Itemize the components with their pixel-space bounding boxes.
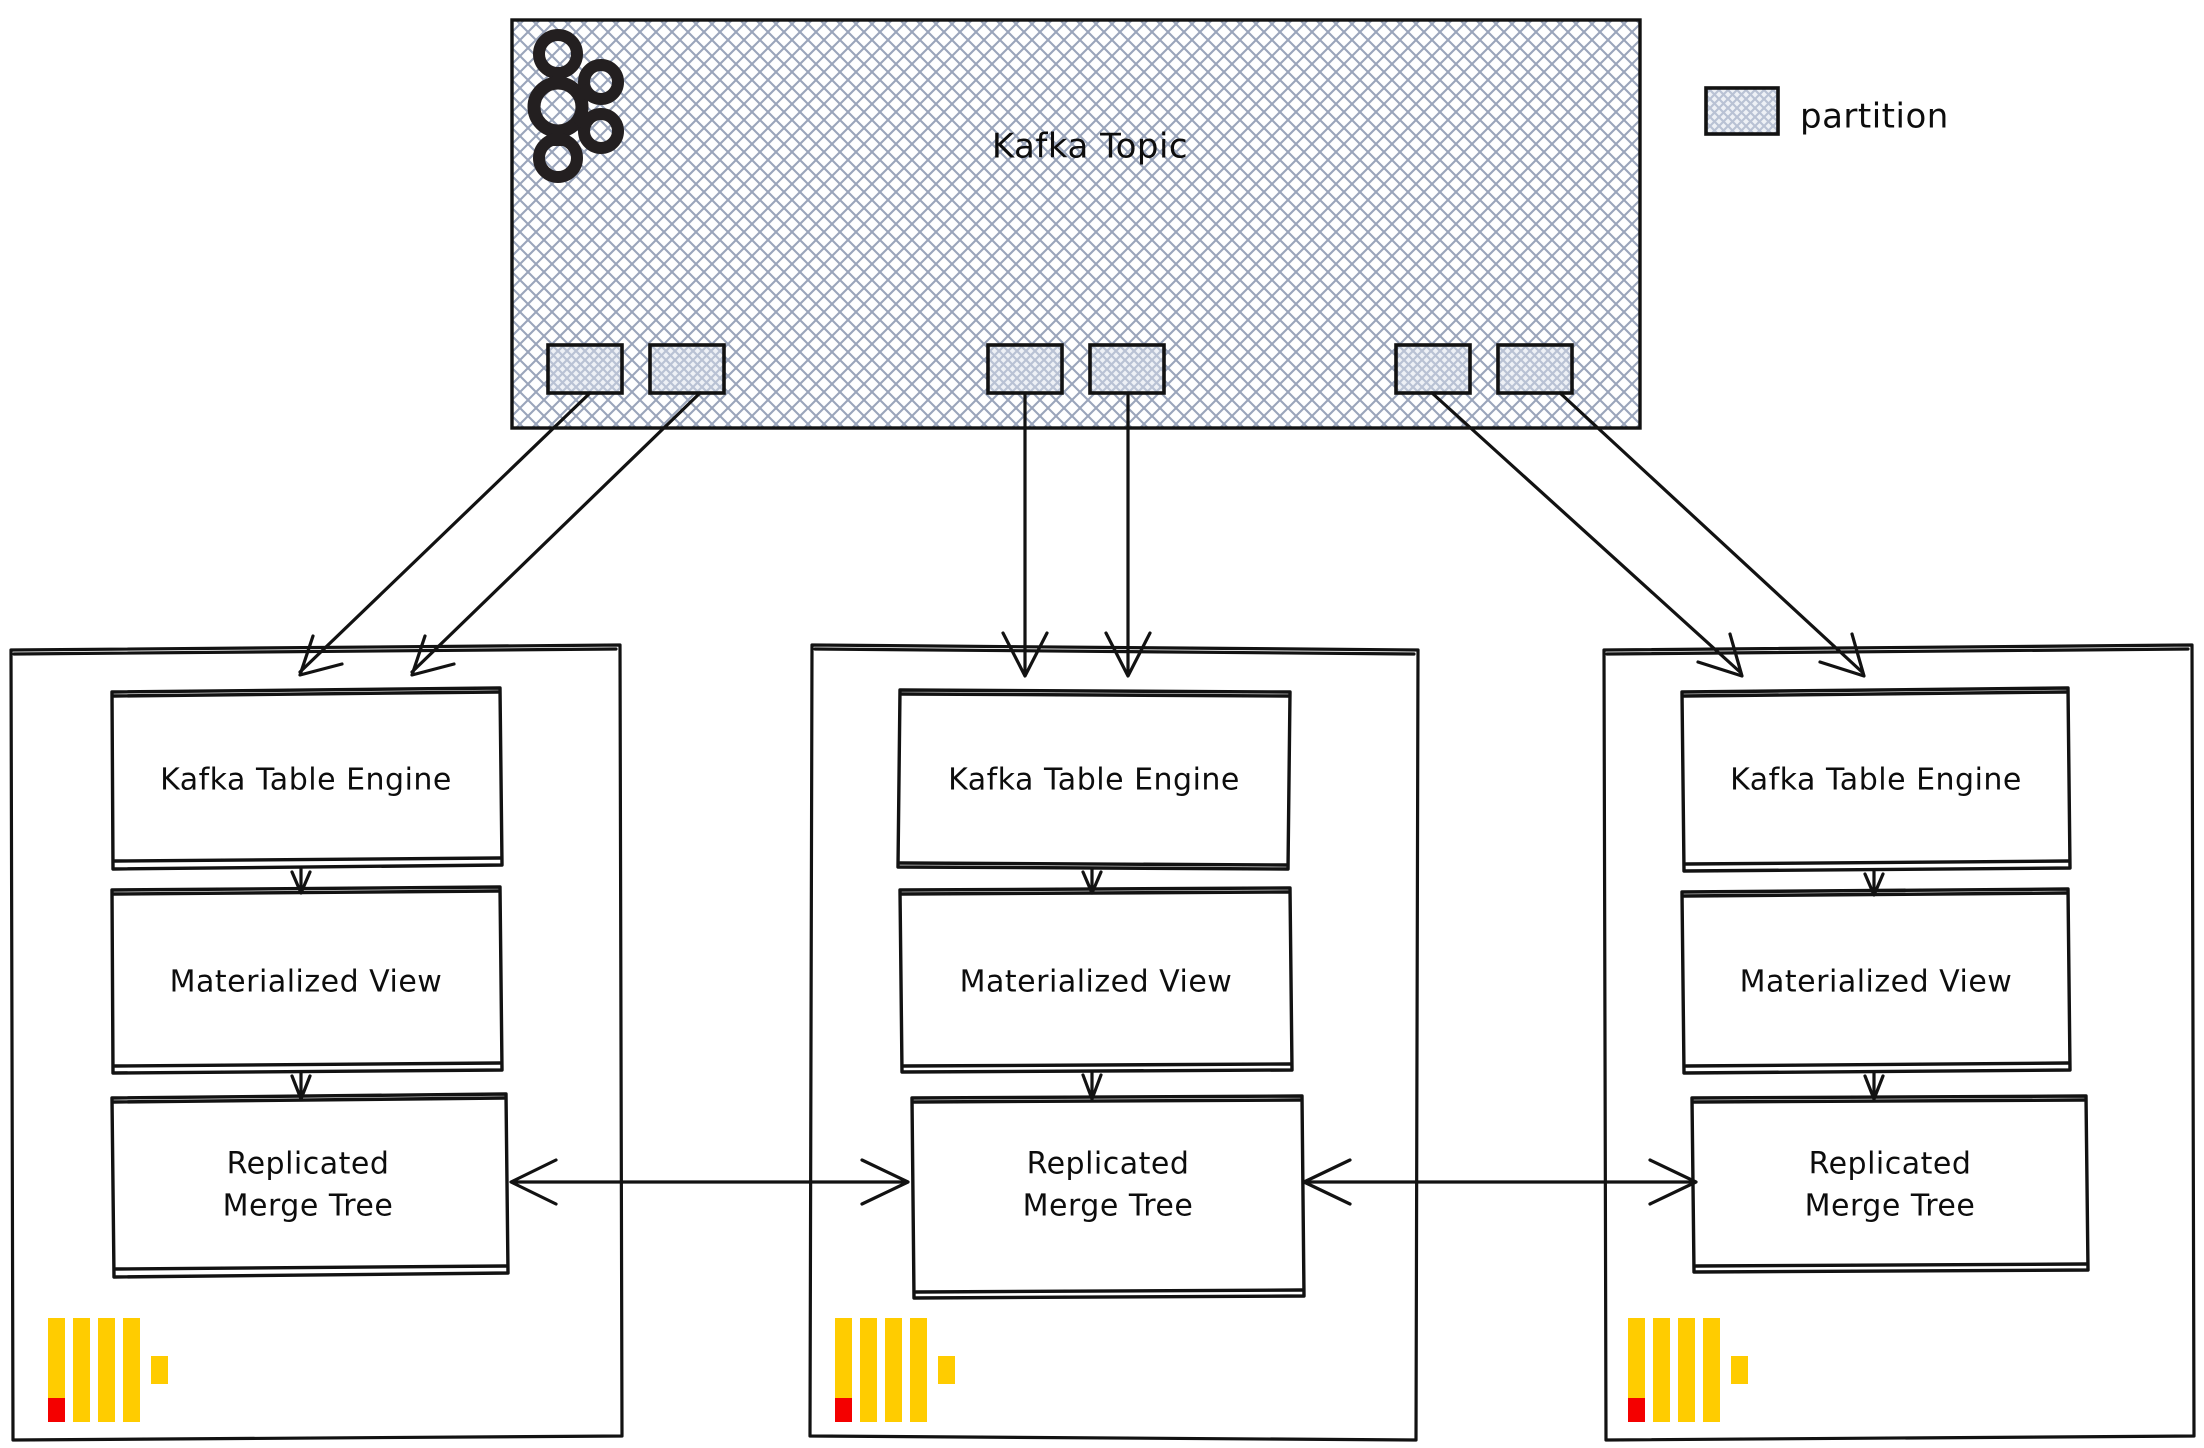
node-2-replicated-merge-tree-label-2: Merge Tree: [1023, 1189, 1194, 1224]
node-3-replicated-merge-tree[interactable]: Replicated Merge Tree: [1690, 1094, 2090, 1274]
node-1-container: [9, 643, 624, 1442]
legend: partition: [1704, 86, 1949, 137]
node-1-materialized-view[interactable]: Materialized View: [110, 885, 504, 1075]
feed-arrow-2: [410, 391, 702, 677]
partition-chip-3[interactable]: [986, 343, 1064, 395]
node-1: Kafka Table Engine Materialized View: [9, 643, 624, 1442]
node-2-replicated-merge-tree-label-1: Replicated: [1027, 1147, 1190, 1182]
node-3-replicated-merge-tree-label-2: Merge Tree: [1805, 1189, 1976, 1224]
feed-arrow-6: [1558, 391, 1866, 678]
node-3-clickhouse-logo: [1628, 1318, 1748, 1422]
node-1-clickhouse-logo: [48, 1318, 168, 1422]
feed-arrow-4: [1104, 391, 1152, 678]
partition-swatch: [1704, 86, 1780, 136]
partition-chip-1[interactable]: [546, 343, 624, 395]
replication-arrows: [509, 1158, 1698, 1206]
replication-arrow-1-2: [509, 1158, 910, 1206]
feed-arrow-1: [298, 391, 592, 677]
node-3-kafka-table-engine[interactable]: Kafka Table Engine: [1680, 686, 2072, 873]
node-2-materialized-view-label: Materialized View: [960, 965, 1233, 1000]
partition-chip-5[interactable]: [1394, 343, 1472, 395]
node-1-kafka-table-engine-label: Kafka Table Engine: [160, 763, 452, 798]
node-3: Kafka Table Engine Materialized View: [1602, 643, 2196, 1442]
node-2: Kafka Table Engine Materialized View: [808, 643, 1420, 1442]
node-3-kafka-table-engine-label: Kafka Table Engine: [1730, 763, 2022, 798]
node-1-materialized-view-label: Materialized View: [170, 965, 443, 1000]
node-2-replicated-merge-tree[interactable]: Replicated Merge Tree: [910, 1094, 1306, 1300]
feed-arrow-3: [1001, 391, 1049, 678]
node-3-replicated-merge-tree-label-1: Replicated: [1809, 1147, 1972, 1182]
partition-chips: [546, 343, 1574, 395]
node-3-container: [1602, 643, 2196, 1442]
node-3-arrow-mv-rmt: [1863, 1071, 1885, 1101]
node-2-kafka-table-engine[interactable]: Kafka Table Engine: [896, 688, 1292, 871]
node-1-replicated-merge-tree-label-1: Replicated: [227, 1147, 390, 1182]
node-1-replicated-merge-tree-label-2: Merge Tree: [223, 1189, 394, 1224]
node-2-arrow-mv-rmt: [1081, 1070, 1103, 1101]
node-2-container: [808, 643, 1420, 1442]
node-2-kafka-table-engine-label: Kafka Table Engine: [948, 763, 1240, 798]
kafka-logo: [527, 29, 624, 183]
kafka-topic-title: Kafka Topic: [992, 127, 1188, 167]
legend-label: partition: [1800, 97, 1949, 137]
node-1-replicated-merge-tree[interactable]: Replicated Merge Tree: [110, 1092, 510, 1279]
replication-arrow-2-3: [1302, 1158, 1698, 1206]
node-1-kafka-table-engine[interactable]: Kafka Table Engine: [110, 686, 504, 871]
partition-chip-6[interactable]: [1496, 343, 1574, 395]
node-3-materialized-view-label: Materialized View: [1740, 965, 2013, 1000]
partition-chip-4[interactable]: [1088, 343, 1166, 395]
partition-chip-2[interactable]: [648, 343, 726, 395]
feed-arrows: [298, 391, 1866, 678]
feed-arrow-5: [1430, 391, 1744, 678]
node-2-materialized-view[interactable]: Materialized View: [898, 886, 1294, 1074]
node-2-clickhouse-logo: [835, 1318, 955, 1422]
node-3-materialized-view[interactable]: Materialized View: [1680, 887, 2072, 1075]
